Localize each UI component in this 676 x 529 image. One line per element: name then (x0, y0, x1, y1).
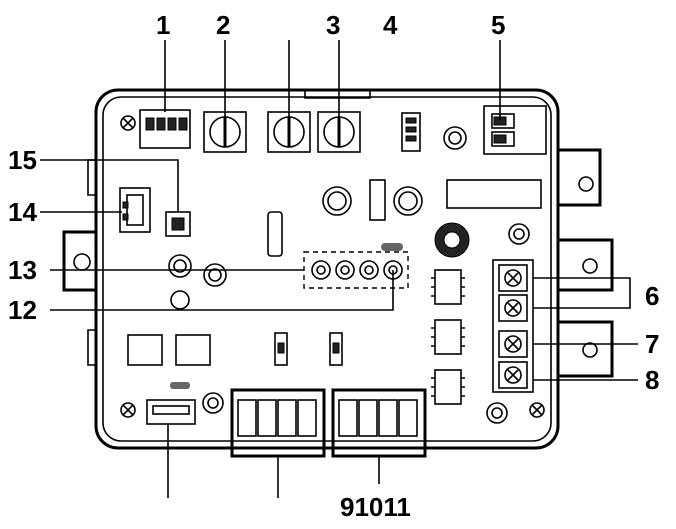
top-connector (401, 112, 467, 152)
callout-3: 3 (326, 10, 340, 40)
ic-chips (431, 269, 465, 405)
connector-14 (119, 187, 151, 233)
board-outline (62, 88, 614, 450)
dip-switch (139, 109, 191, 149)
callout-5: 5 (491, 10, 505, 40)
callout-1: 1 (156, 10, 170, 40)
callout-14: 14 (8, 197, 37, 227)
resistors (274, 332, 508, 424)
mid-components (267, 179, 542, 257)
leader-lines (40, 40, 638, 498)
corner-screws (120, 115, 545, 418)
left-misc (127, 254, 227, 414)
callout-labels: 1 2 3 4 5 15 14 13 12 6 7 8 91011 (8, 10, 659, 522)
terminal-block (492, 259, 534, 393)
push-button-15 (165, 211, 191, 237)
callout-6: 6 (645, 281, 659, 311)
callout-91011: 91011 (340, 492, 411, 522)
toroid-coil (434, 222, 470, 258)
callout-13: 13 (8, 255, 37, 285)
callout-12: 12 (8, 295, 37, 325)
callout-7: 7 (645, 329, 659, 359)
terminal-connector-9 (230, 388, 326, 458)
callout-4: 4 (383, 10, 398, 40)
callout-2: 2 (216, 10, 230, 40)
callout-8: 8 (645, 365, 659, 395)
fuse-holder (483, 105, 547, 155)
callout-15: 15 (8, 145, 37, 175)
bottom-connector-left (146, 399, 196, 425)
terminal-connector-10-11 (331, 388, 427, 458)
